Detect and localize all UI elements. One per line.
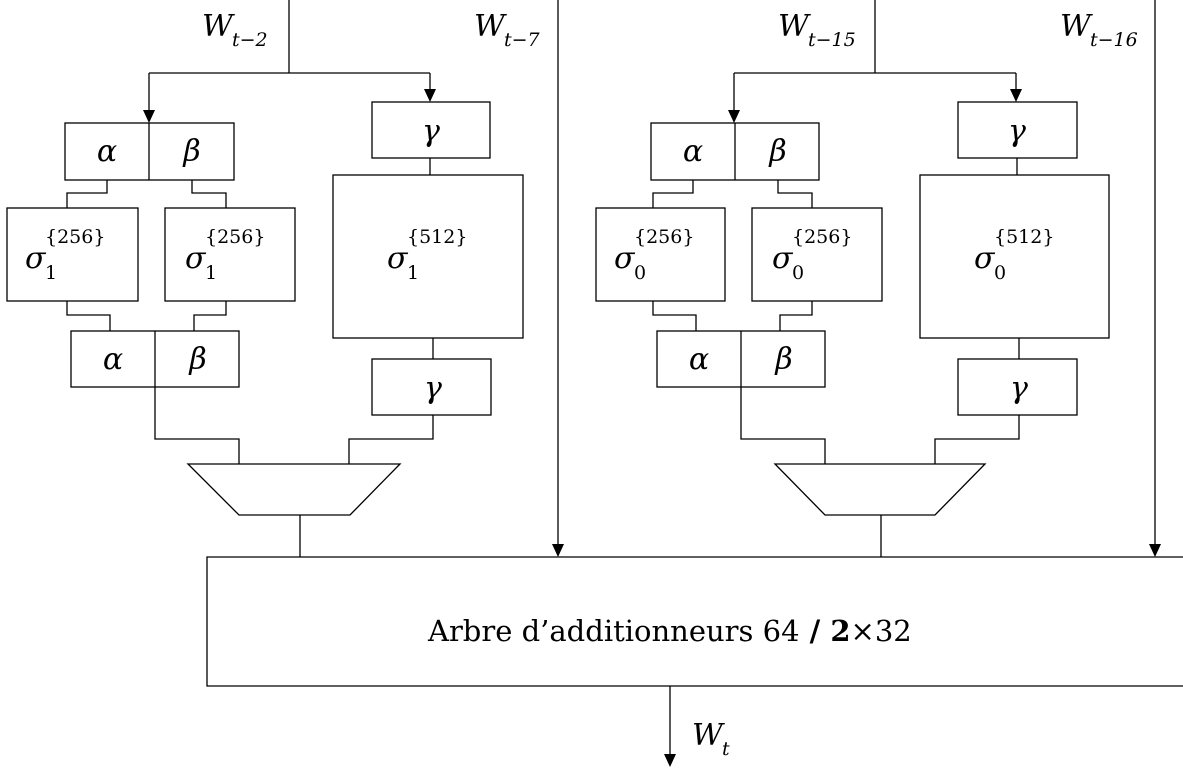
svg-text:β: β: [188, 342, 206, 377]
svg-text:α: α: [103, 342, 123, 377]
svg-text:1: 1: [407, 262, 419, 284]
arrowhead-icon: [424, 89, 436, 102]
input-label-w-t2: W t−2: [202, 9, 268, 51]
svg-text:σ: σ: [185, 241, 207, 276]
gamma-box-bottom-right: [957, 358, 1078, 416]
sigma0-section: α β γ σ 0 {256} σ 0 {256} σ 0 {512} α β …: [595, 0, 1161, 557]
svg-text:σ: σ: [772, 241, 794, 276]
svg-text:W: W: [474, 9, 507, 44]
sigma1-256-box-a: [6, 207, 139, 302]
sigma0-256-box-a: [595, 207, 726, 302]
sigma1-256-label-a: σ: [25, 241, 47, 276]
adder-tree-label: Arbre d’additionneurs 64 / 2×32: [427, 614, 912, 648]
arrowhead-icon: [1149, 544, 1161, 557]
svg-text:{512}: {512}: [994, 226, 1054, 248]
svg-text:1: 1: [45, 262, 57, 284]
svg-text:0: 0: [634, 262, 646, 284]
svg-text:β: β: [768, 134, 786, 169]
svg-text:σ: σ: [387, 241, 409, 276]
input-label-w-t16: W t−16: [1060, 9, 1138, 51]
svg-text:W: W: [202, 9, 235, 44]
svg-text:β: β: [774, 342, 792, 377]
svg-text:1: 1: [205, 262, 217, 284]
mux-right: [773, 463, 987, 516]
svg-text:α: α: [683, 134, 703, 169]
svg-text:0: 0: [792, 262, 804, 284]
arrowhead-icon: [552, 544, 564, 557]
output-label-w-t: W t: [692, 718, 730, 760]
svg-text:α: α: [689, 342, 709, 377]
svg-text:σ: σ: [614, 241, 636, 276]
sigma0-256-box-b: [751, 207, 883, 302]
svg-text:σ: σ: [974, 241, 996, 276]
svg-text:{256}: {256}: [205, 226, 265, 248]
adder-tree-box: [206, 556, 1183, 687]
svg-text:t−2: t−2: [232, 29, 268, 51]
arrowhead-icon: [1010, 89, 1022, 102]
gamma-label: γ: [422, 114, 440, 149]
arrowhead-icon: [143, 110, 155, 123]
svg-text:0: 0: [994, 262, 1006, 284]
svg-text:t−15: t−15: [808, 29, 856, 51]
sigma1-512-box: [332, 174, 524, 339]
sigma1-section: α β γ σ 1 {256} σ 1 {256} σ 1 {512} α β: [6, 0, 564, 557]
svg-text:{256}: {256}: [792, 226, 852, 248]
svg-text:γ: γ: [424, 371, 442, 406]
input-label-w-t7: W t−7: [474, 9, 541, 51]
svg-text:{256}: {256}: [634, 226, 694, 248]
svg-text:W: W: [1060, 9, 1093, 44]
svg-text:γ: γ: [1008, 114, 1026, 149]
gamma-box-top-right: [957, 101, 1078, 159]
svg-text:t−16: t−16: [1090, 29, 1138, 51]
svg-text:γ: γ: [1010, 371, 1028, 406]
sigma1-256-box-b: [164, 207, 296, 302]
svg-text:W: W: [778, 9, 811, 44]
arrowhead-icon: [728, 110, 740, 123]
alpha-label: α: [97, 134, 117, 169]
svg-text:W: W: [692, 718, 725, 753]
arrowhead-icon: [664, 754, 676, 767]
beta-label: β: [182, 134, 200, 169]
svg-text:{256}: {256}: [45, 226, 105, 248]
input-label-w-t15: W t−15: [778, 9, 856, 51]
sigma0-512-box: [919, 174, 1110, 339]
gamma-box-top-left: [371, 101, 491, 159]
mux-left: [186, 463, 402, 516]
svg-text:t−7: t−7: [504, 29, 541, 51]
svg-text:t: t: [722, 738, 730, 760]
svg-text:{512}: {512}: [407, 226, 467, 248]
gamma-box-bottom-left: [371, 358, 492, 416]
